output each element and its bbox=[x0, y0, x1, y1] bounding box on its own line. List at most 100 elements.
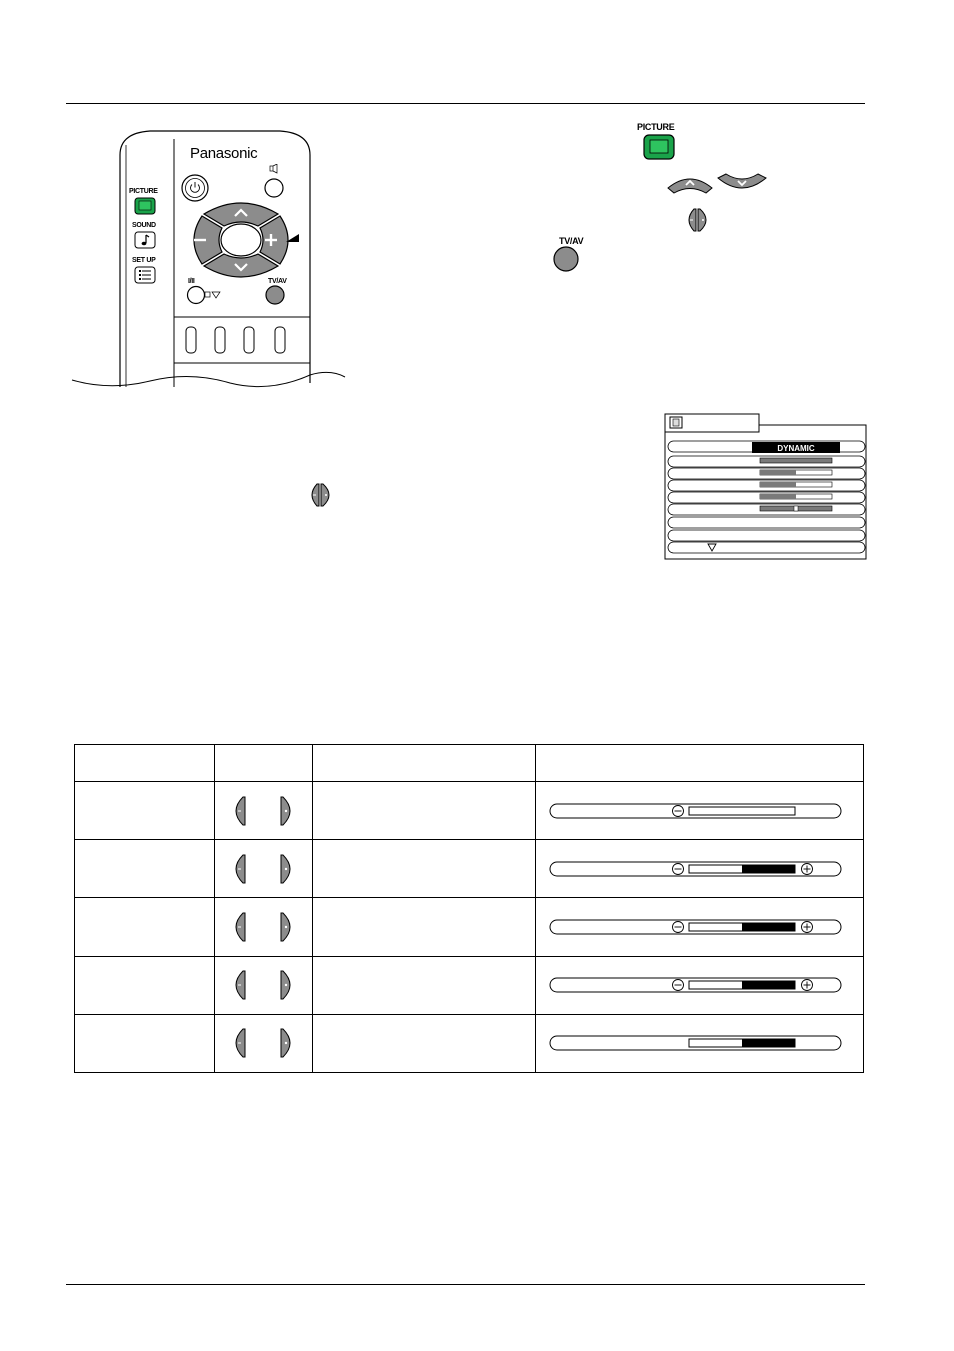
row-buttons-cell bbox=[213, 955, 313, 1015]
plus-icon bbox=[284, 867, 287, 871]
row-desc-cell bbox=[311, 839, 536, 899]
mute-button[interactable] bbox=[263, 164, 287, 200]
power-button[interactable] bbox=[180, 173, 210, 203]
header-cell bbox=[534, 743, 865, 783]
minus-button[interactable] bbox=[193, 215, 223, 265]
osd-level-bar bbox=[759, 469, 833, 476]
plus-icon bbox=[284, 984, 287, 987]
remote-setup-label: SET UP bbox=[132, 257, 156, 264]
table-row bbox=[74, 955, 865, 1015]
row-bar-cell bbox=[534, 781, 865, 841]
down-button[interactable] bbox=[202, 253, 280, 278]
row-label-cell bbox=[74, 897, 215, 957]
table-row bbox=[74, 781, 865, 841]
row-label-cell bbox=[74, 955, 215, 1015]
plus-icon bbox=[284, 925, 287, 929]
remote-i-ii-label: I/II bbox=[188, 278, 195, 285]
row-label-cell bbox=[74, 839, 215, 899]
adjustment-table bbox=[74, 743, 865, 1074]
osd-menu-row[interactable] bbox=[667, 516, 866, 529]
up-down-glyph bbox=[667, 173, 767, 194]
minus-circle-icon bbox=[672, 921, 684, 933]
row-buttons-cell bbox=[213, 1013, 313, 1074]
picture-glyph-label: PICTURE bbox=[637, 122, 675, 132]
osd-picture-menu: DYNAMIC bbox=[664, 413, 867, 560]
plus-circle-icon bbox=[801, 979, 813, 992]
adjust-bar-fill bbox=[741, 923, 795, 932]
plus-icon bbox=[284, 809, 287, 812]
up-glyph-button[interactable] bbox=[667, 178, 713, 194]
up-button[interactable] bbox=[202, 202, 280, 227]
remote-setup-button[interactable] bbox=[134, 266, 156, 284]
header-cell bbox=[74, 743, 215, 783]
minus-circle-icon bbox=[672, 979, 684, 992]
remote-picture-label: PICTURE bbox=[129, 188, 158, 195]
row-desc-cell bbox=[311, 1013, 536, 1074]
osd-level-bar bbox=[759, 481, 833, 488]
plus-icon bbox=[265, 234, 277, 246]
row-desc-cell bbox=[311, 781, 536, 841]
row-bar-cell bbox=[534, 1013, 865, 1074]
table-row bbox=[74, 1013, 865, 1074]
row-desc-cell bbox=[311, 955, 536, 1015]
osd-menu-row[interactable] bbox=[667, 541, 866, 554]
osd-level-bar bbox=[759, 493, 833, 500]
adjust-bar-fill bbox=[741, 864, 795, 873]
osd-level-bar bbox=[759, 457, 833, 464]
volume-wedge-icon bbox=[286, 234, 299, 242]
table-row bbox=[74, 839, 865, 899]
list-icon bbox=[139, 270, 151, 280]
plus-icon bbox=[702, 219, 704, 221]
row-buttons-cell bbox=[213, 781, 313, 841]
row-label-cell bbox=[74, 781, 215, 841]
osd-mode-value: DYNAMIC bbox=[777, 444, 815, 453]
plus-icon bbox=[325, 494, 327, 496]
plus-circle-icon bbox=[801, 862, 813, 875]
minus-circle-icon bbox=[672, 862, 684, 875]
tvav-glyph-button[interactable] bbox=[552, 246, 582, 274]
adjust-bar-fill bbox=[741, 981, 795, 990]
inline-left-right-glyph bbox=[311, 483, 330, 507]
down-glyph-button[interactable] bbox=[717, 173, 767, 189]
plus-icon bbox=[284, 1042, 287, 1045]
remote-dpad bbox=[193, 202, 289, 278]
osd-menu-row[interactable] bbox=[667, 529, 866, 542]
header-cell bbox=[311, 743, 536, 783]
row-bar-cell bbox=[534, 955, 865, 1015]
remote-picture-button[interactable] bbox=[134, 197, 156, 215]
adjust-bar-track bbox=[688, 806, 796, 816]
down-glyph-icon bbox=[737, 180, 747, 187]
row-buttons-cell bbox=[213, 839, 313, 899]
remote-sound-button[interactable] bbox=[134, 231, 156, 249]
power-icon bbox=[190, 182, 200, 193]
mute-icon bbox=[269, 164, 278, 174]
minus-circle-icon bbox=[672, 804, 684, 817]
row-bar-cell bbox=[534, 839, 865, 899]
header-rule bbox=[66, 103, 865, 104]
up-glyph-icon bbox=[685, 179, 695, 186]
header-cell bbox=[213, 743, 313, 783]
remote-bottom-buttons bbox=[185, 326, 286, 354]
triangle-down-icon bbox=[707, 543, 717, 552]
footer-rule bbox=[66, 1284, 865, 1285]
row-desc-cell bbox=[311, 897, 536, 957]
table-row bbox=[74, 897, 865, 957]
row-label-cell bbox=[74, 1013, 215, 1074]
tvav-glyph-label: TV/AV bbox=[559, 236, 584, 246]
remote-tvav-button[interactable] bbox=[264, 284, 286, 306]
remote-brand: Panasonic bbox=[190, 145, 258, 162]
picture-glyph-button[interactable] bbox=[643, 134, 675, 160]
music-note-icon bbox=[141, 234, 150, 246]
table-header-row bbox=[74, 743, 865, 783]
row-bar-cell bbox=[534, 897, 865, 957]
remote-sound-label: SOUND bbox=[132, 222, 156, 229]
remote-tvav-label: TV/AV bbox=[268, 278, 287, 285]
adjust-bar-fill bbox=[741, 1039, 795, 1048]
up-arrow-icon bbox=[234, 208, 248, 217]
remote-i-ii-button[interactable] bbox=[186, 285, 224, 305]
osd-level-bar bbox=[759, 505, 833, 512]
plus-circle-icon bbox=[801, 921, 813, 933]
row-buttons-cell bbox=[213, 897, 313, 957]
left-right-glyph bbox=[688, 208, 707, 232]
osd-mode-value-box bbox=[752, 442, 840, 453]
